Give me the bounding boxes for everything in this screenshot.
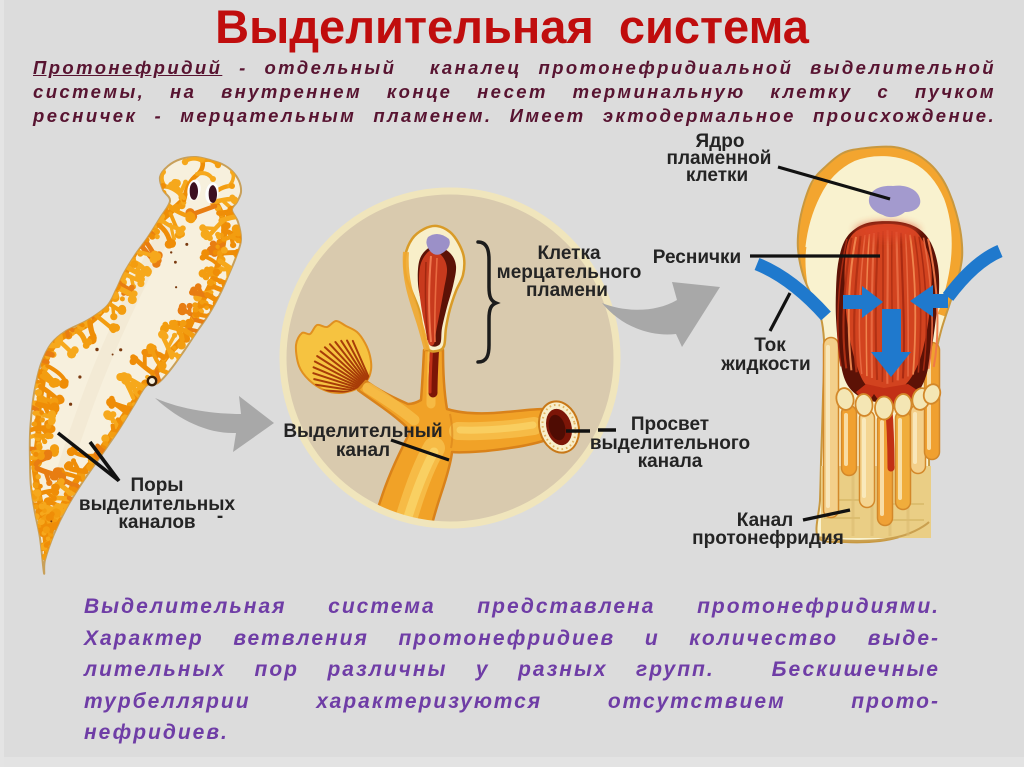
svg-text:канал: канал: [336, 440, 390, 461]
svg-text:Ток: Ток: [754, 335, 786, 356]
svg-text:Реснички: Реснички: [653, 247, 741, 268]
svg-text:каналов: каналов: [118, 512, 195, 533]
svg-text:Поры: Поры: [130, 475, 183, 496]
svg-text:выделительных: выделительных: [79, 494, 236, 515]
svg-text:-: -: [217, 506, 223, 527]
svg-text:Ядро: Ядро: [696, 131, 745, 152]
svg-text:клетки: клетки: [686, 165, 748, 186]
svg-text:жидкости: жидкости: [720, 354, 810, 375]
svg-text:пламенной: пламенной: [667, 148, 772, 169]
svg-text:канала: канала: [638, 451, 703, 472]
svg-text:мерцательного: мерцательного: [497, 262, 642, 283]
svg-text:Просвет: Просвет: [631, 414, 709, 435]
svg-text:Канал: Канал: [737, 510, 794, 531]
svg-text:Выделительный: Выделительный: [283, 421, 442, 442]
svg-text:Клетка: Клетка: [537, 243, 601, 264]
svg-text:протонефридия: протонефридия: [692, 528, 844, 549]
svg-text:выделительного: выделительного: [590, 433, 750, 454]
svg-text:пламени: пламени: [526, 280, 608, 301]
